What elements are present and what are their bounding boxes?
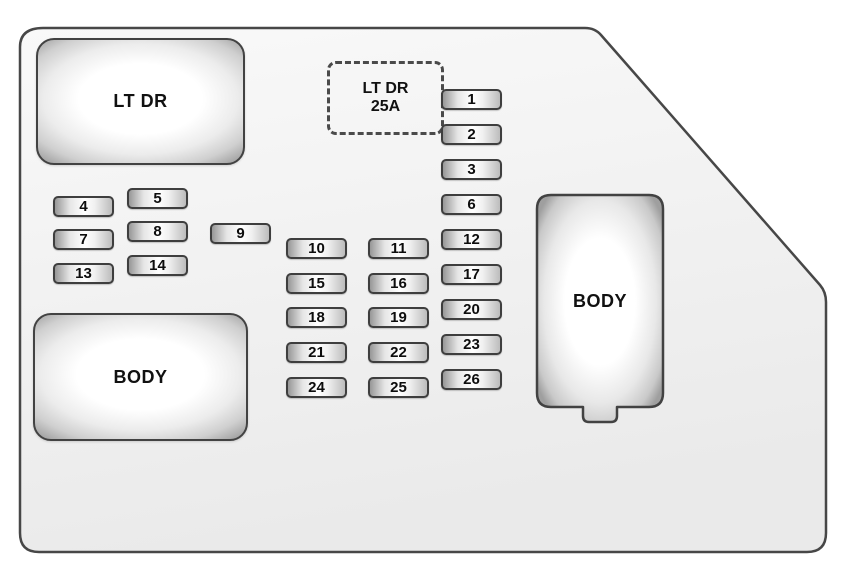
fuse-10: 10 bbox=[286, 238, 347, 259]
fuse-25: 25 bbox=[368, 377, 429, 398]
fuse-23: 23 bbox=[441, 334, 502, 355]
fuse-14: 14 bbox=[127, 255, 188, 276]
block-lt-dr-label: LT DR bbox=[113, 91, 168, 111]
fuse-26: 26 bbox=[441, 369, 502, 390]
spare-fuse-dashed-outline: LT DR 25A bbox=[327, 61, 444, 135]
fuse-8: 8 bbox=[127, 221, 188, 242]
fuse-17: 17 bbox=[441, 264, 502, 285]
fuse-20: 20 bbox=[441, 299, 502, 320]
block-body-left: BODY bbox=[33, 313, 248, 441]
fuse-3: 3 bbox=[441, 159, 502, 180]
spare-fuse-label-line1: LT DR bbox=[362, 80, 409, 97]
fuse-6: 6 bbox=[441, 194, 502, 215]
fuse-19: 19 bbox=[368, 307, 429, 328]
fuse-4: 4 bbox=[53, 196, 114, 217]
fuse-5: 5 bbox=[127, 188, 188, 209]
fuse-13: 13 bbox=[53, 263, 114, 284]
fuse-18: 18 bbox=[286, 307, 347, 328]
block-body-left-label: BODY bbox=[113, 366, 168, 387]
fuse-11: 11 bbox=[368, 238, 429, 259]
fuse-24: 24 bbox=[286, 377, 347, 398]
fuse-22: 22 bbox=[368, 342, 429, 363]
fuse-21: 21 bbox=[286, 342, 347, 363]
fuse-12: 12 bbox=[441, 229, 502, 250]
fuse-1: 1 bbox=[441, 89, 502, 110]
fuse-16: 16 bbox=[368, 273, 429, 294]
fuse-7: 7 bbox=[53, 229, 114, 250]
fuse-15: 15 bbox=[286, 273, 347, 294]
spare-fuse-label-line2: 25A bbox=[370, 98, 401, 115]
body-right-block-shape bbox=[535, 193, 665, 424]
fuse-2: 2 bbox=[441, 124, 502, 145]
block-lt-dr: LT DR bbox=[36, 38, 245, 165]
fuse-9: 9 bbox=[210, 223, 271, 244]
